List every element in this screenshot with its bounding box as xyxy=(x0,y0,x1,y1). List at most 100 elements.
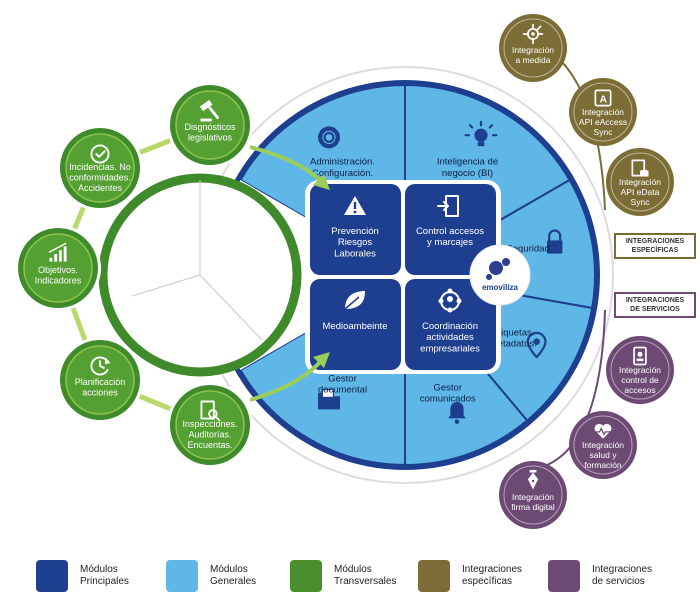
specific-integration-node-outer xyxy=(569,78,637,146)
transversal-node xyxy=(65,345,135,415)
legend-swatch xyxy=(166,560,198,592)
legend-swatch xyxy=(36,560,68,592)
access-db-icon: A xyxy=(594,89,612,107)
leaf-icon xyxy=(344,291,365,310)
specific-integration-node-outer xyxy=(499,14,567,82)
id-badge-icon xyxy=(633,346,647,366)
door-exit-icon xyxy=(437,195,459,217)
principal-module-box xyxy=(405,279,496,370)
lock-icon xyxy=(546,229,563,254)
folder-icon xyxy=(318,389,340,410)
general-module-label: Administración.Configuración. xyxy=(310,157,375,179)
svg-text:A: A xyxy=(600,94,608,105)
legend-swatch xyxy=(418,560,450,592)
specific-integration-node-ring xyxy=(503,18,563,78)
gear-icon xyxy=(317,126,341,149)
specific-integration-node-outer xyxy=(606,148,674,216)
inner-pie xyxy=(131,180,263,341)
legend-swatch xyxy=(548,560,580,592)
principal-module-label: Medioambeinte xyxy=(323,321,388,332)
lightbulb-icon xyxy=(464,120,498,147)
service-integration-node-ring xyxy=(573,415,633,475)
service-integration-node-outer xyxy=(569,411,637,479)
gavel-icon xyxy=(199,99,220,122)
transversal-module-3: Objetivos.Indicadores xyxy=(15,225,101,311)
specific-integration-node-ring xyxy=(610,152,670,212)
document-search-icon xyxy=(200,400,221,422)
check-circle-icon xyxy=(90,144,110,164)
circuit-icon xyxy=(522,23,544,45)
bar-chart-icon xyxy=(48,242,67,262)
people-network-icon xyxy=(438,288,462,313)
clock-refresh-icon xyxy=(90,356,111,376)
principal-module-3: Medioambeinte xyxy=(310,279,401,370)
transversal-node xyxy=(175,90,245,160)
service-integration-node-outer xyxy=(606,336,674,404)
warning-icon xyxy=(344,196,366,215)
bell-icon xyxy=(448,401,466,424)
general-module-label: Seguridad xyxy=(506,243,549,254)
service-integration-node-ring xyxy=(503,465,563,525)
transversal-module-label: Inspecciones.Auditorías.Encuentas. xyxy=(182,419,237,450)
legend-swatch xyxy=(290,560,322,592)
emoviliza-logo: emoviliza xyxy=(469,244,531,306)
principal-module-box xyxy=(310,279,401,370)
transversal-arrows xyxy=(249,145,330,402)
transversal-node xyxy=(175,390,245,460)
transversal-node xyxy=(23,233,93,303)
transversal-module-5: Inspecciones.Auditorías.Encuentas. xyxy=(167,382,253,468)
specific-integration-node-ring xyxy=(573,82,633,142)
map-pin-icon xyxy=(526,331,547,359)
service-integration-node-ring xyxy=(610,340,670,400)
principal-module-box xyxy=(310,184,401,275)
pen-nib-icon xyxy=(527,469,539,490)
general-module-label: Etiquetas.Metadatos. xyxy=(490,328,537,350)
logo-text: emoviliza xyxy=(482,283,519,292)
service-integration-node-outer xyxy=(499,461,567,529)
heart-pulse-icon xyxy=(594,423,612,439)
